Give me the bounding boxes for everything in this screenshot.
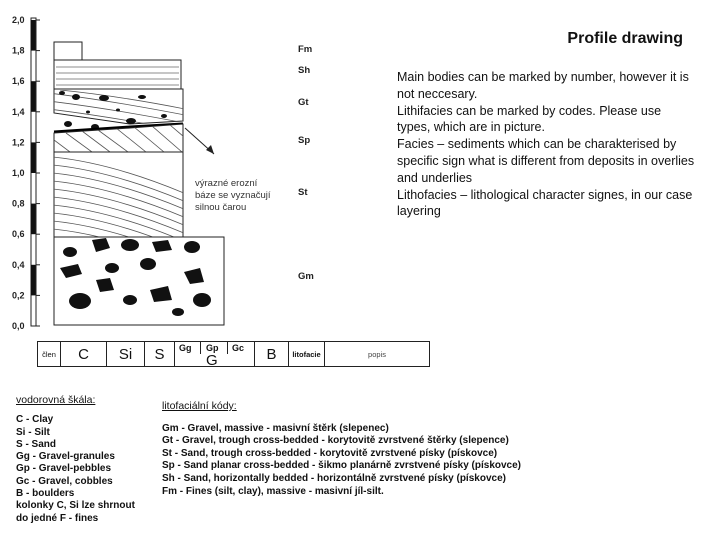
col-gc: Gc xyxy=(232,343,244,353)
col-boulders: B xyxy=(254,342,288,366)
depth-tick-label: 1,4 xyxy=(12,107,25,117)
lithofacies-legend-header: litofaciální kódy: xyxy=(162,400,521,413)
col-litofacie: litofacie xyxy=(288,342,324,366)
annotation-line: báze se vyznačují xyxy=(195,190,271,201)
legend-line: Sp - Sand planar cross-bedded - šikmo pl… xyxy=(162,460,521,473)
legend-line: B - boulders xyxy=(16,488,135,500)
col-sand: S xyxy=(144,342,174,366)
slide-title: Profile drawing xyxy=(520,30,683,48)
st-layer xyxy=(54,152,183,237)
note-line: Lithifacies can be marked by codes. Plea… xyxy=(397,103,697,137)
col-gravel: G xyxy=(206,352,218,369)
legend-line: do jedné F - fines xyxy=(16,513,135,525)
grain-legend: vodorovná škála: C - Clay Si - Silt S - … xyxy=(16,394,135,525)
col-popis: popis xyxy=(324,342,429,366)
log-strip-segment xyxy=(31,142,36,173)
col-silt: Si xyxy=(106,342,144,366)
legend-line: C - Clay xyxy=(16,414,135,426)
depth-tick-label: 0,2 xyxy=(12,290,25,300)
legend-line: Gm - Gravel, massive - masivní štěrk (sl… xyxy=(162,423,521,436)
facies-code-label: Sh xyxy=(298,65,310,76)
log-strip-segment xyxy=(31,20,36,51)
col-gravel-group: Gg Gp Gc G xyxy=(174,342,254,366)
legend-line: Si - Silt xyxy=(16,427,135,439)
notes-block: Main bodies can be marked by number, how… xyxy=(397,69,697,220)
legend-line: Gt - Gravel, trough cross-bedded - koryt… xyxy=(162,435,521,448)
note-line: Facies – sediments which can be charakte… xyxy=(397,136,697,186)
clen-cell: člen xyxy=(38,342,60,366)
note-line: Main bodies can be marked by number, how… xyxy=(397,69,697,103)
lithofacies-legend: litofaciální kódy: Gm - Gravel, massive … xyxy=(162,400,521,498)
depth-tick-label: 1,8 xyxy=(12,46,25,56)
legend-line: kolonky C, Si lze shrnout xyxy=(16,500,135,512)
facies-code-label: Sp xyxy=(298,135,310,146)
legend-line: Gp - Gravel-pebbles xyxy=(16,463,135,475)
depth-tick-label: 0,8 xyxy=(12,199,25,209)
depth-tick-label: 1,0 xyxy=(12,168,25,178)
col-gg: Gg xyxy=(179,343,192,353)
legend-line: Gg - Gravel-granules xyxy=(16,451,135,463)
depth-tick-label: 2,0 xyxy=(12,15,25,25)
depth-tick-label: 0,6 xyxy=(12,229,25,239)
log-strip-segment xyxy=(31,204,36,235)
legend-line: Gc - Gravel, cobbles xyxy=(16,476,135,488)
depth-tick-label: 0,0 xyxy=(12,321,25,331)
note-line: Lithofacies – lithological character sig… xyxy=(397,187,697,221)
legend-line: S - Sand xyxy=(16,439,135,451)
depth-tick-label: 1,2 xyxy=(12,137,25,147)
col-clay: C xyxy=(60,342,106,366)
legend-line: Fm - Fines (silt, clay), massive - masiv… xyxy=(162,486,521,499)
legend-line: Sh - Sand, horizontally bedded - horizon… xyxy=(162,473,521,486)
fm-layer xyxy=(54,42,82,60)
facies-code-label: St xyxy=(298,187,308,198)
log-strip-segment xyxy=(31,81,36,112)
depth-tick-label: 0,4 xyxy=(12,260,25,270)
grain-size-bar: člen C Si S Gg Gp Gc G B litofacie popis xyxy=(37,341,430,367)
legend-line: St - Sand, trough cross-bedded - korytov… xyxy=(162,448,521,461)
facies-code-label: Fm xyxy=(298,44,312,55)
log-strip-segment xyxy=(31,265,36,296)
depth-tick-label: 1,6 xyxy=(12,76,25,86)
facies-code-label: Gt xyxy=(298,97,309,108)
annotation-line: výrazné erozní xyxy=(195,178,258,189)
facies-code-label: Gm xyxy=(298,271,314,282)
annotation-line: silnou čarou xyxy=(195,202,246,213)
grain-legend-header: vodorovná škála: xyxy=(16,394,135,406)
